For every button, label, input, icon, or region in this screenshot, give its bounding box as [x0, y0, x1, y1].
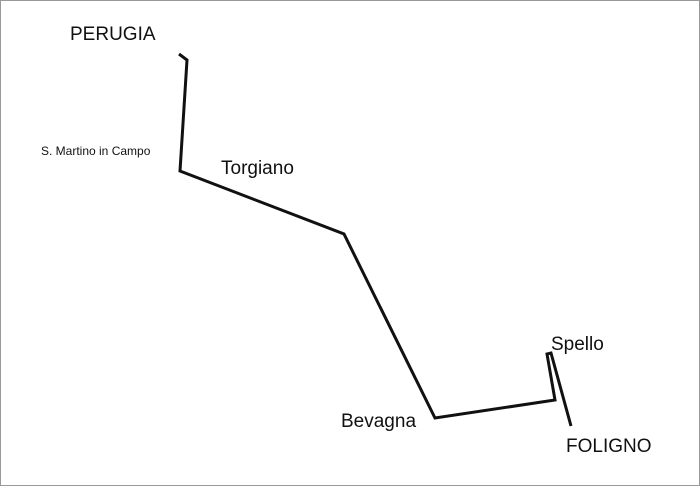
route-line: [178, 52, 573, 427]
label-torgiano: Torgiano: [221, 158, 294, 179]
label-s-martino: S. Martino in Campo: [41, 144, 151, 158]
label-spello: Spello: [551, 334, 604, 355]
label-bevagna: Bevagna: [341, 411, 417, 432]
label-foligno: FOLIGNO: [566, 436, 652, 457]
label-perugia: PERUGIA: [70, 24, 156, 45]
